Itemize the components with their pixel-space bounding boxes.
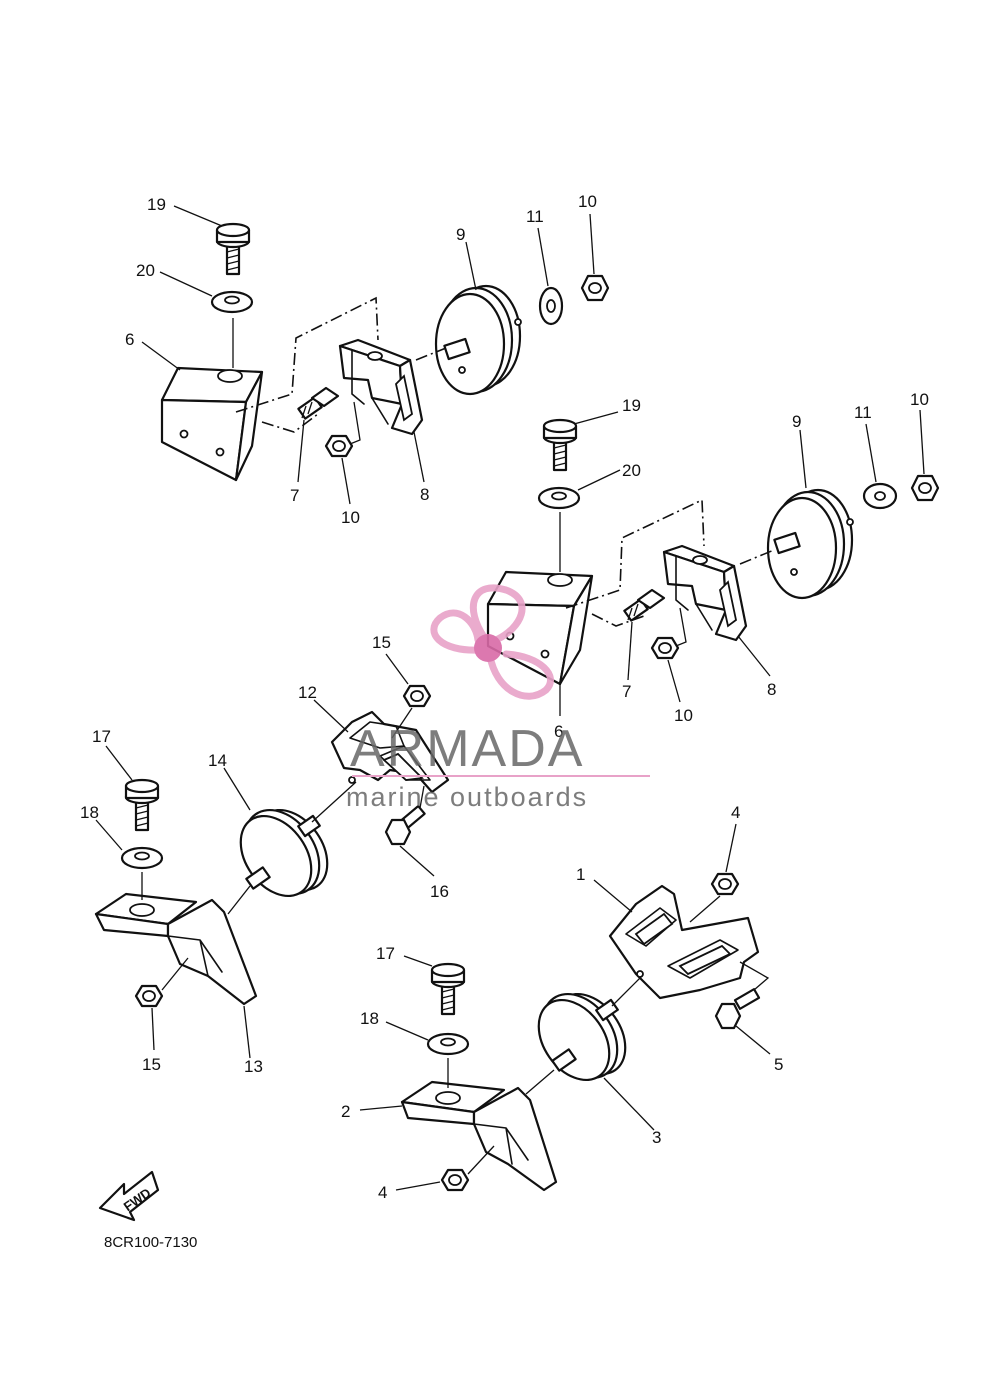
mount-bracket-13 [94,892,258,1006]
callout-leaders [95,205,925,1191]
nut-4-upper [710,872,740,896]
callout-15: 15 [142,1055,161,1074]
upper-right-mount-assembly [486,418,940,686]
rubber-damper-14 [239,808,329,898]
callout-4: 4 [378,1183,387,1202]
mount-bracket-12 [330,710,450,794]
callout-9: 9 [792,412,801,431]
washer-11-left [538,286,564,326]
callout-12: 12 [298,683,317,702]
nut-10-right-upper [910,474,940,502]
nut-15-lower [134,984,164,1008]
callout-6: 6 [125,330,134,349]
callout-5: 5 [774,1055,783,1074]
washer-11-right [862,482,898,510]
mount-bracket-2 [400,1080,558,1192]
callout-16: 16 [430,882,449,901]
callout-labels: 19 20 6 7 10 8 9 11 10 19 20 7 10 8 6 9 … [80,192,929,1202]
bolt-19-right [542,418,578,472]
callout-4: 4 [731,803,740,822]
bolt-7-right [623,588,666,622]
callout-2: 2 [341,1102,350,1121]
watermark-tagline: marine outboards [346,782,588,812]
nut-15-upper [402,684,432,708]
callout-6: 6 [554,722,563,741]
nut-10-left-lower [324,434,354,458]
washer-20-left [210,290,254,314]
callout-11: 11 [526,207,544,226]
mount-bracket-6-left [160,366,264,482]
watermark-brand: ARMADA [350,720,584,778]
drawing-code: 8CR100-7130 [104,1234,197,1251]
mount-bracket-8-left [338,338,424,436]
callout-8: 8 [767,680,776,699]
callout-20: 20 [136,261,155,280]
rubber-damper-9-right [766,488,854,600]
callout-19: 19 [147,195,166,214]
washer-18-left [120,846,164,870]
callout-11: 11 [854,403,872,422]
callout-19: 19 [622,396,641,415]
callout-14: 14 [208,751,227,770]
callout-18: 18 [360,1009,379,1028]
callout-10: 10 [341,508,360,527]
washer-18-right [426,1032,470,1056]
callout-7: 7 [290,486,299,505]
callout-17: 17 [376,944,395,963]
bolt-17-right [430,962,466,1016]
rubber-damper-3 [537,992,627,1082]
washer-20-right [537,486,581,510]
upper-left-mount-assembly [160,222,610,482]
callout-13: 13 [244,1057,263,1076]
callout-10: 10 [674,706,693,725]
callout-20: 20 [622,461,641,480]
callout-7: 7 [622,682,631,701]
nut-10-right-lower [650,636,680,660]
callout-9: 9 [456,225,465,244]
callout-3: 3 [652,1128,661,1147]
callout-1: 1 [576,865,585,884]
armada-watermark: ARMADA marine outboards [346,584,650,812]
middle-left-mount-assembly [94,684,450,1008]
bolt-5 [714,988,761,1030]
bolt-19-left [215,222,251,276]
nut-10-left-upper [580,274,610,302]
callout-10: 10 [910,390,929,409]
rubber-damper-9-left [434,284,522,396]
bolt-16 [384,804,426,846]
mount-bracket-1 [608,884,760,1000]
nut-4-lower [440,1168,470,1192]
callout-15: 15 [372,633,391,652]
callout-18: 18 [80,803,99,822]
callout-17: 17 [92,727,111,746]
mount-bracket-8-right [662,544,748,642]
propeller-icon [430,584,554,700]
lower-right-mount-assembly [400,872,770,1192]
bolt-17-left [124,778,160,832]
callout-8: 8 [420,485,429,504]
bolt-7-left [297,386,340,420]
callout-10: 10 [578,192,597,211]
forward-direction-arrow: FWD [98,1170,160,1222]
